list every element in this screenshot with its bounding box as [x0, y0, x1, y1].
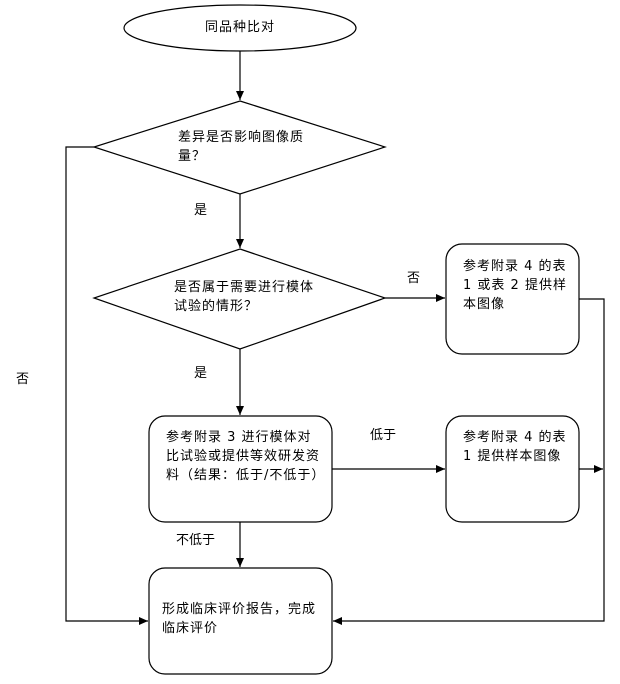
ref-appendix3-label: 参考附录 3 进行模体对比试验或提供等效研发资料（结果：低于/不低于）: [166, 430, 326, 483]
start-label: 同品种比对: [204, 20, 275, 35]
edge-merge-right: [333, 298, 605, 625]
end-box: [148, 567, 333, 675]
ref-table1-label: 参考附录 4 的表 1 提供样本图像: [463, 430, 567, 464]
edge-d1-no: [65, 146, 148, 625]
d1-yes-label: 是: [194, 203, 208, 218]
d1-no-label: 否: [16, 372, 30, 387]
not-lower-label: 不低于: [176, 533, 216, 548]
d2-no-label: 否: [407, 271, 421, 286]
lower-label: 低于: [370, 428, 397, 443]
decision2-label: 是否属于需要进行模体试验的情形？: [174, 280, 315, 314]
decision1-label: 差异是否影响图像质量？: [178, 130, 305, 164]
ref-table1-or-2-label: 参考附录 4 的表 1 或表 2 提供样本图像: [463, 259, 567, 312]
d2-yes-label: 是: [194, 366, 208, 381]
end-label: 形成临床评价报告，完成临床评价: [162, 602, 317, 636]
